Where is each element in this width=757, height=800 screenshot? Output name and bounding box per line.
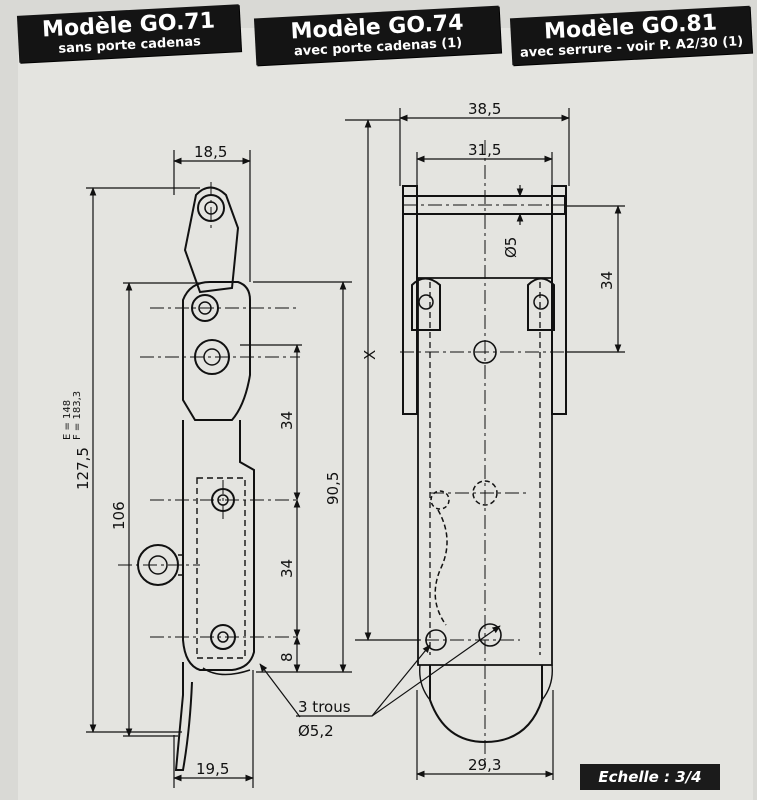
dim-bottom-width: 19,5 bbox=[196, 760, 229, 778]
dim-top-width: 18,5 bbox=[194, 143, 227, 161]
variant-e: E = 148 bbox=[62, 400, 73, 440]
drawing-sheet bbox=[18, 28, 753, 800]
left-side-view bbox=[137, 186, 255, 771]
dim-span-90: 90,5 bbox=[324, 472, 342, 505]
dim-total-height: 127,5 bbox=[74, 447, 92, 490]
scale-label: Echelle : 3/4 bbox=[580, 764, 720, 790]
dim-bottom-offset: 8 bbox=[278, 652, 296, 662]
variant-f: F = 183,3 bbox=[72, 391, 83, 440]
left-dimension-lines bbox=[86, 150, 352, 788]
spring bbox=[434, 509, 448, 626]
left-centre-lines bbox=[118, 182, 300, 638]
slot-dashed bbox=[196, 477, 246, 659]
dim-bottom-width-right: 29,3 bbox=[468, 756, 501, 774]
right-dimension-lines bbox=[259, 108, 625, 780]
dim-pitch-upper: 34 bbox=[278, 411, 296, 430]
right-centre-lines bbox=[400, 140, 620, 760]
dim-pitch-lower: 34 bbox=[278, 559, 296, 578]
dim-outer-width: 38,5 bbox=[468, 100, 501, 118]
right-front-view bbox=[402, 185, 567, 744]
holes-diameter: Ø5,2 bbox=[298, 722, 334, 740]
hook-tail bbox=[174, 662, 193, 771]
bottom-hook bbox=[429, 665, 543, 744]
holes-count: 3 trous bbox=[298, 698, 351, 716]
base-plate bbox=[182, 420, 255, 671]
dim-length-x: X bbox=[361, 350, 379, 360]
cam-body bbox=[182, 281, 251, 421]
dim-inner-width: 31,5 bbox=[468, 141, 501, 159]
dim-pin-height: 34 bbox=[598, 271, 616, 290]
right-ear bbox=[527, 277, 555, 331]
dim-pin-diameter: Ø5 bbox=[502, 237, 520, 258]
lever-arm bbox=[183, 186, 240, 294]
dim-height-106: 106 bbox=[110, 501, 128, 530]
left-ear bbox=[411, 277, 441, 331]
left-wall bbox=[402, 185, 418, 415]
